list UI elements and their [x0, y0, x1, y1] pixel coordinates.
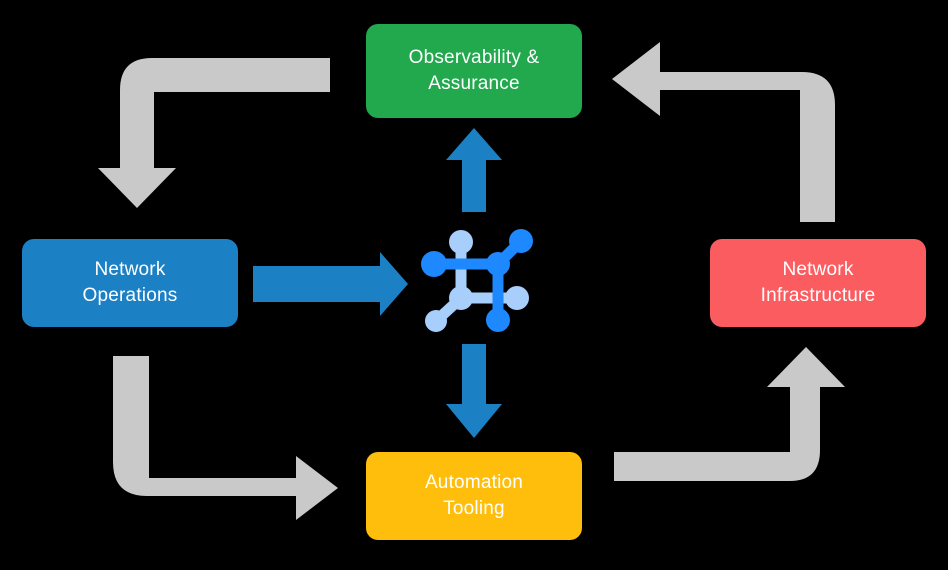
node-label-network-operations: Network Operations — [83, 257, 178, 308]
node-label-line2: Assurance — [428, 73, 520, 94]
topology-dark-nodes — [421, 229, 533, 332]
node-label-observability: Observability & Assurance — [409, 45, 540, 96]
node-label-line1: Network — [94, 259, 166, 281]
blue-arrow-center-to-observability — [446, 128, 502, 212]
gray-arrow-observability-to-operations — [98, 58, 330, 208]
node-label-automation-tooling: Automation Tooling — [425, 470, 523, 521]
node-label-line2: Infrastructure — [760, 285, 876, 306]
blue-arrow-operations-to-center — [253, 252, 408, 316]
blue-arrow-center-to-automation — [446, 344, 502, 438]
node-label-line1: Automation — [424, 472, 524, 494]
node-label-line1: Network — [782, 259, 854, 281]
node-label-network-infrastructure: Network Infrastructure — [761, 257, 876, 308]
node-box-automation-tooling[interactable]: Automation Tooling — [366, 452, 582, 540]
gray-arrow-automation-to-infrastructure — [614, 347, 845, 481]
gray-arrow-operations-to-automation — [113, 356, 338, 520]
node-label-line2: Tooling — [443, 498, 505, 519]
topology-light-nodes — [425, 230, 529, 332]
network-topology-icon — [421, 229, 533, 332]
node-label-line2: Operations — [82, 285, 178, 306]
node-box-observability[interactable]: Observability & Assurance — [366, 24, 582, 118]
node-box-network-operations[interactable]: Network Operations — [22, 239, 238, 327]
gray-arrow-infrastructure-to-observability — [612, 42, 835, 222]
node-label-line1: Observability & — [408, 47, 540, 69]
node-box-network-infrastructure[interactable]: Network Infrastructure — [710, 239, 926, 327]
